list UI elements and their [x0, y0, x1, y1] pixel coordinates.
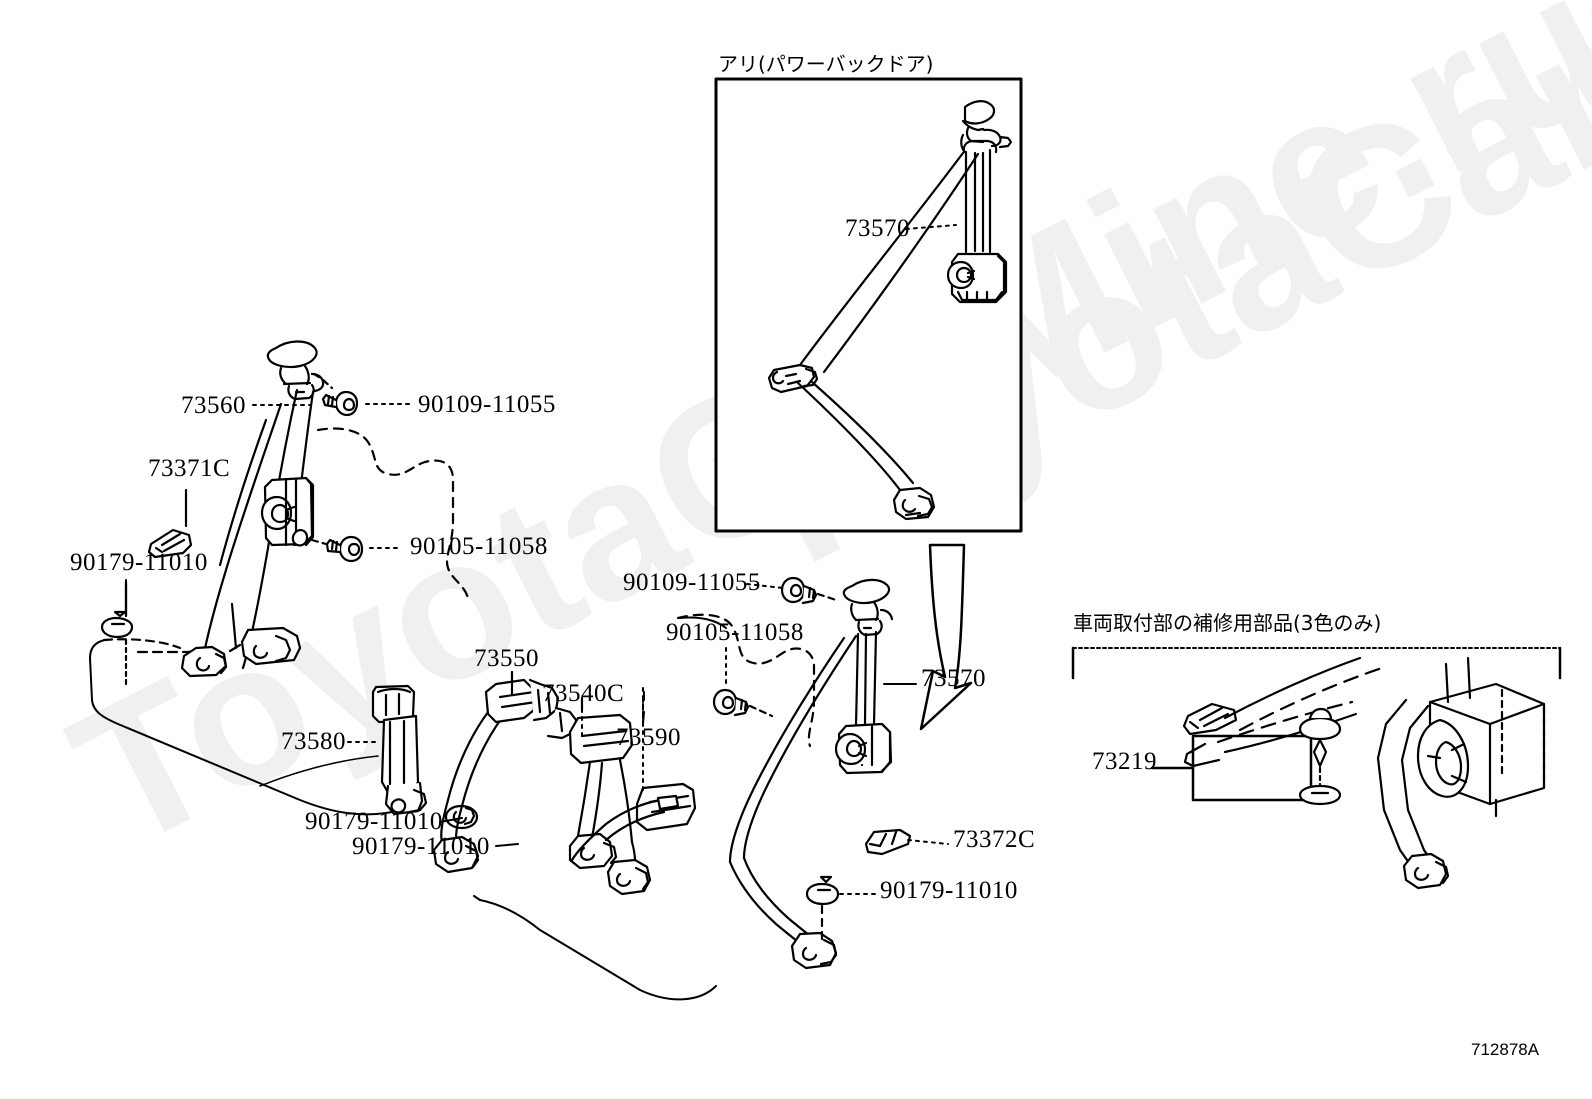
label-73590: 73590 — [616, 724, 681, 751]
right-inset-73219 — [1071, 646, 1562, 890]
leader-90179-mid-b — [495, 843, 519, 847]
label-73560: 73560 — [181, 392, 246, 419]
label-90179-11010-mid-b: 90179-11010 — [352, 833, 490, 860]
left-belt-73560 — [89, 340, 470, 816]
label-73570-inset: 73570 — [845, 215, 910, 242]
label-73371C: 73371C — [148, 455, 231, 482]
leader-73570-inset — [905, 224, 957, 230]
label-73570-main: 73570 — [921, 665, 986, 692]
buckle-73540C — [568, 713, 652, 896]
label-90179-11010-right: 90179-11010 — [880, 877, 1018, 904]
leader-90109-right — [746, 583, 784, 589]
label-73219: 73219 — [1092, 748, 1157, 775]
label-73540C: 73540C — [542, 680, 625, 707]
label-90179-11010-mid-a: 90179-11010 — [305, 808, 443, 835]
label-73580: 73580 — [281, 728, 346, 755]
top-inset-title: アリ(パワーバックドア) — [718, 52, 934, 76]
down-arrow — [919, 543, 973, 731]
label-90179-11010-left: 90179-11010 — [70, 549, 208, 576]
label-90105-11058-left: 90105-11058 — [410, 533, 548, 560]
right-belt-73570 — [472, 576, 912, 1001]
leader-73372C — [907, 839, 949, 845]
leader-90179-mid-a — [439, 817, 463, 823]
buckle-73590 — [570, 782, 697, 862]
label-73550: 73550 — [474, 645, 539, 672]
top-inset-frame — [714, 77, 1023, 533]
label-90109-11055-right: 90109-11055 — [623, 569, 761, 596]
diagram-code: 712878A — [1471, 1040, 1540, 1059]
label-73372C: 73372C — [953, 826, 1036, 853]
buckle-73580 — [259, 684, 479, 830]
label-90105-11058-right: 90105-11058 — [666, 619, 804, 646]
label-90109-11055-left: 90109-11055 — [418, 391, 556, 418]
belt-73550 — [432, 678, 578, 874]
right-inset-title: 車両取付部の補修用部品(3色のみ) — [1073, 611, 1382, 635]
inset-belt-73570 — [767, 100, 1013, 521]
